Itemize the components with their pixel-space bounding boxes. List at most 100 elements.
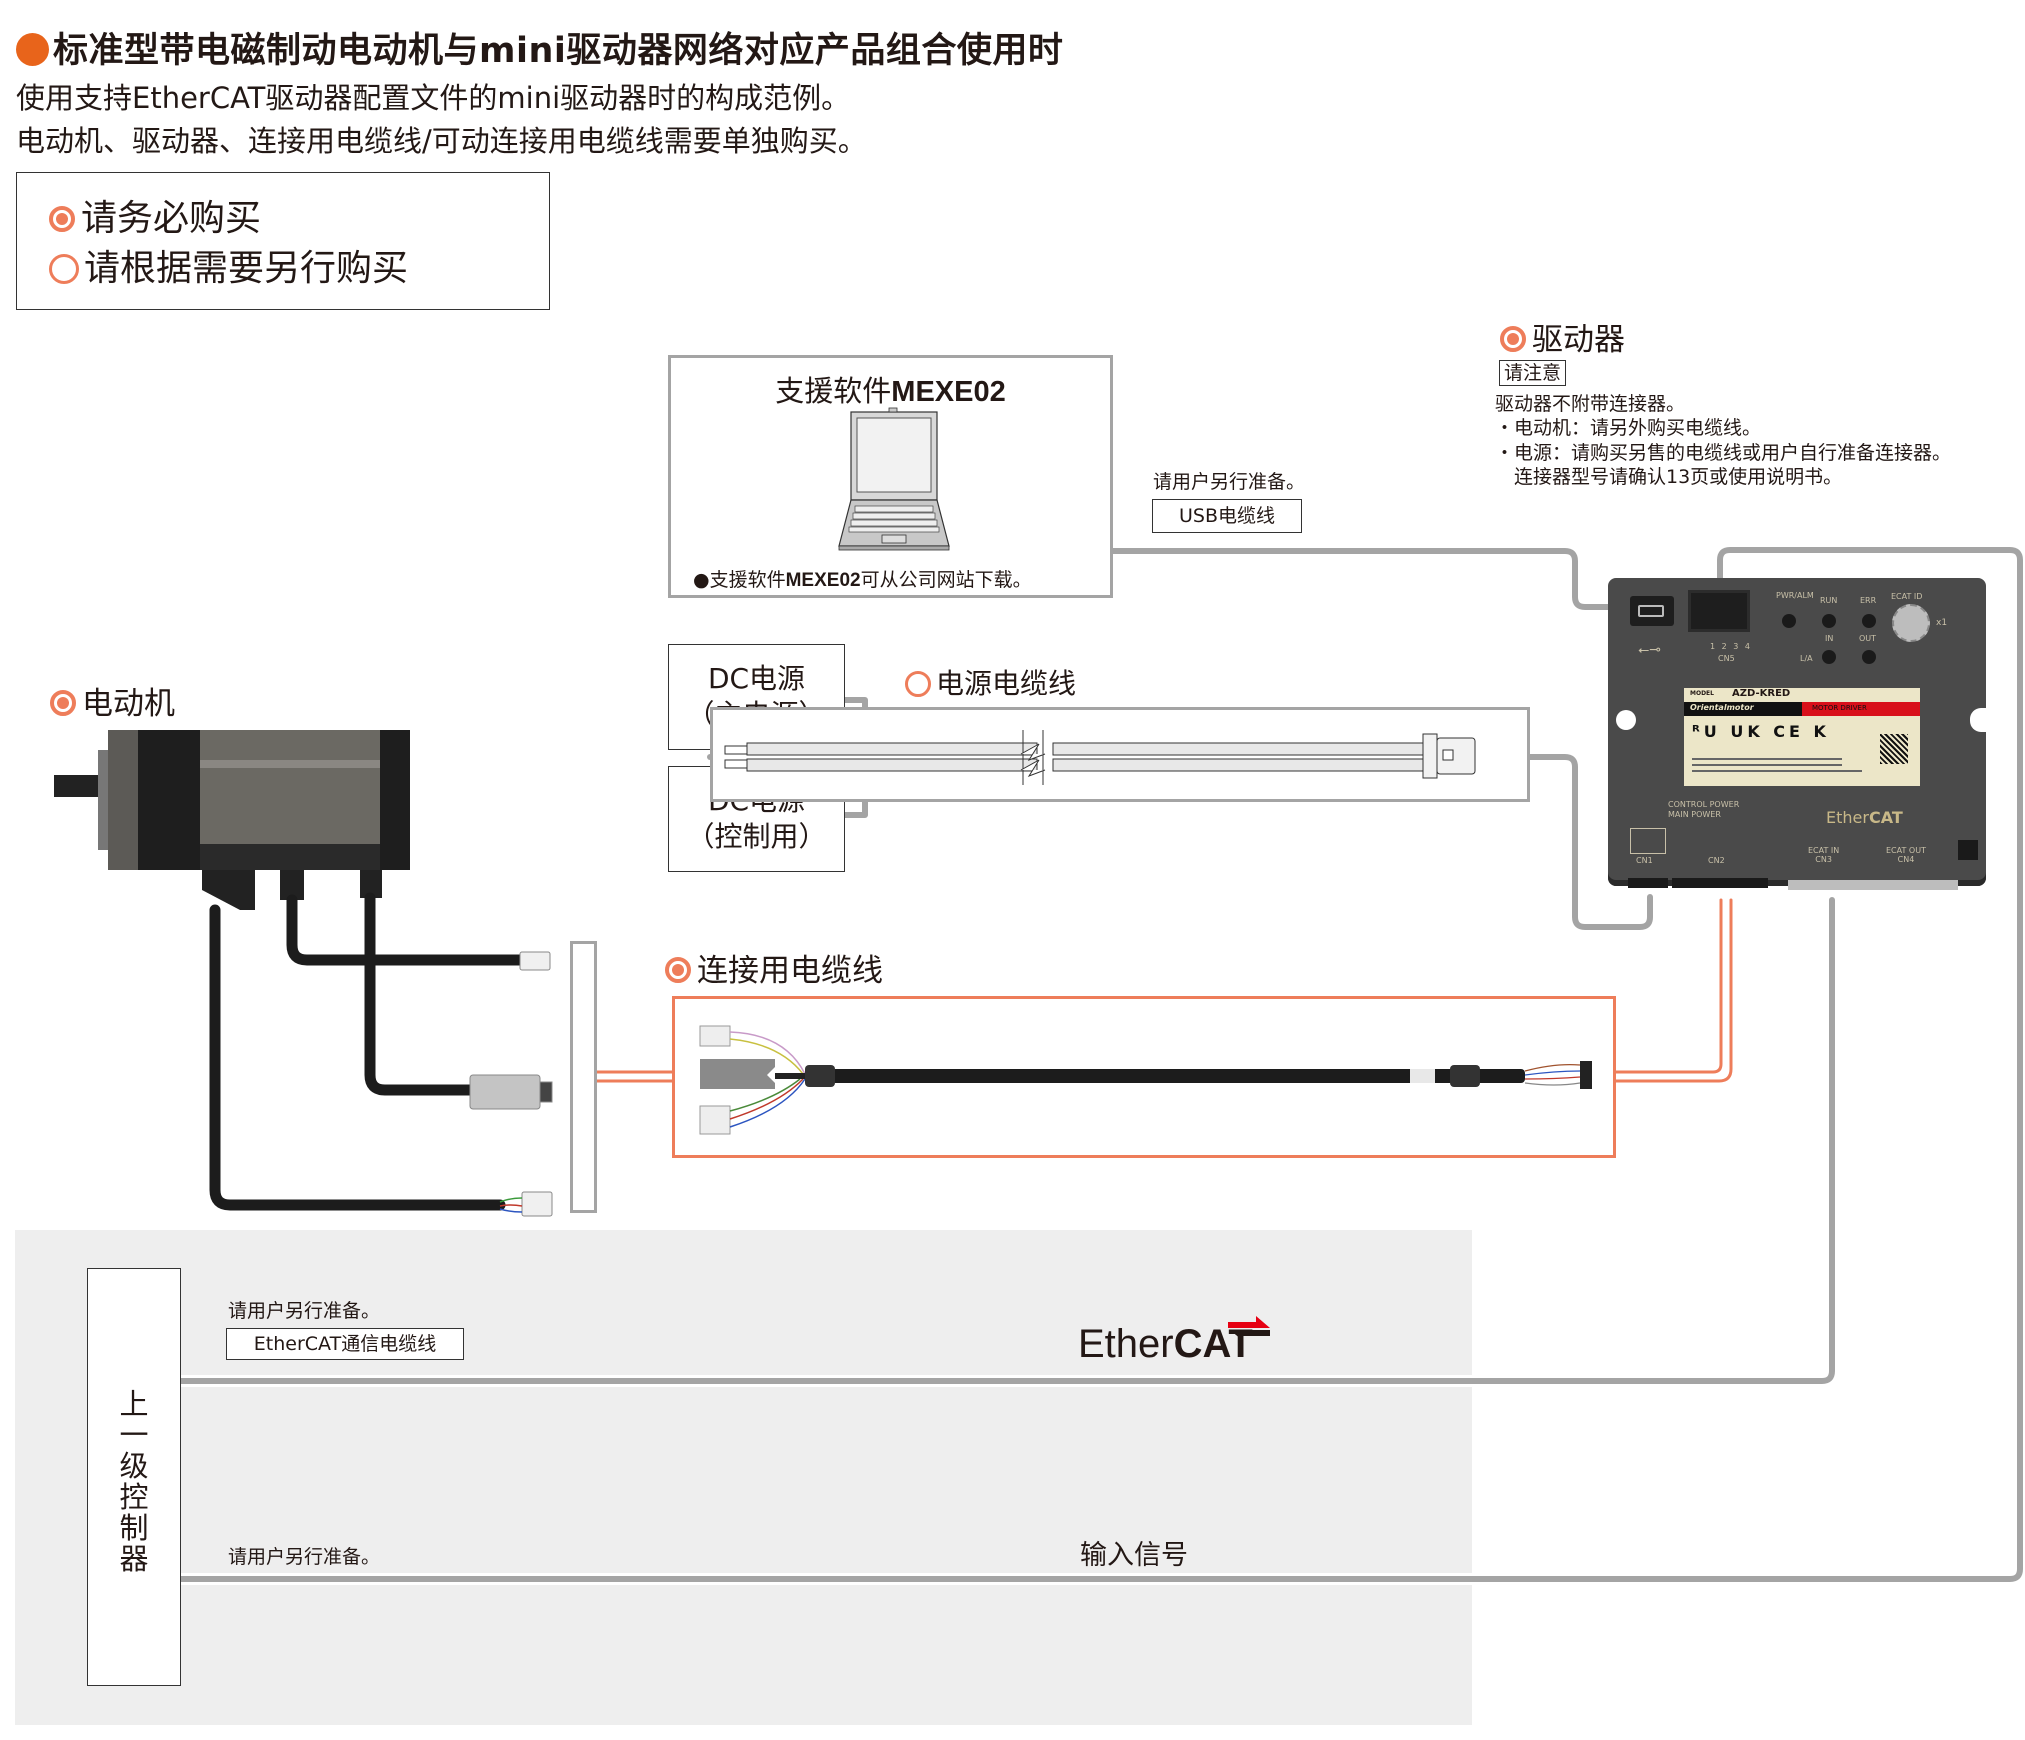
usb-cable-label: USB电缆线 [1152, 499, 1302, 533]
brand-label: Orientalmotor [1690, 703, 1754, 712]
driver-model: AZD-KRED [1732, 688, 1791, 699]
mounting-slot-right [1970, 708, 1992, 732]
led-out [1862, 650, 1876, 664]
cable-connector-b [700, 1059, 775, 1089]
connection-line-right-a [1614, 898, 1723, 1074]
led-label-in: IN [1825, 634, 1834, 643]
legend-required: 请务必购买 [49, 189, 261, 241]
led-label-run: RUN [1820, 596, 1838, 605]
main-power-label: MAIN POWER [1668, 810, 1721, 819]
ethercat-line [178, 897, 1835, 1384]
ethercat-logo: EtherCAT [1078, 1316, 1270, 1367]
host-controller-label: 上 一 级 控 制 器 [119, 1387, 149, 1576]
title-bullet-icon [16, 33, 49, 66]
motor-shaft [54, 775, 99, 797]
control-power-label: CONTROL POWER [1668, 800, 1740, 809]
mounting-hole-left [1616, 710, 1636, 730]
led-label-err: ERR [1860, 596, 1877, 605]
required-marker-icon [1500, 326, 1526, 352]
cn2-label: CN2 [1708, 856, 1725, 865]
driver-note-2: ・电源：请购买另售的电缆线或用户自行准备连接器。 [1495, 442, 1952, 464]
subtitle-line-2: 电动机、驱动器、连接用电缆线/可动连接用电缆线需要单独购买。 [16, 124, 867, 158]
motor-flange [108, 730, 138, 870]
motor-illustration [54, 730, 553, 1217]
host-controller-box: 上 一 级 控 制 器 [87, 1268, 181, 1686]
legend-optional: 请根据需要另行购买 [49, 239, 408, 291]
cn5-pins-label: 1 2 3 4 [1710, 642, 1752, 651]
cn5-label: CN5 [1718, 654, 1735, 663]
driver-note-1: ・电动机：请另外购买电缆线。 [1495, 417, 1762, 439]
power-connector [521, 1191, 553, 1217]
cn3-port [1788, 880, 1958, 890]
ethercat-cable-label: EtherCAT通信电缆线 [226, 1328, 464, 1360]
driver-note-0: 驱动器不附带连接器。 [1495, 393, 1686, 415]
laptop-icon [838, 407, 950, 551]
connection-line-right-b [1614, 898, 1733, 1083]
usb-port [1630, 596, 1674, 626]
cn1-terminal-diagram [1630, 828, 1666, 854]
legend-box: 请务必购买 请根据需要另行购买 [16, 172, 550, 310]
software-mexe02-box: 支援软件MEXE02 ●支援软件MEXE02可从公司网站下载。 [668, 355, 1113, 598]
power-cable-label: 电源电缆线 [905, 662, 1076, 702]
driver-nameplate: MODEL AZD-KRED Orientalmotor MOTOR DRIVE… [1684, 688, 1920, 786]
cn5-port [1688, 590, 1750, 632]
input-signal-label: 输入信号 [1080, 1540, 1188, 1571]
driver-attention-badge: 请注意 [1499, 360, 1567, 386]
page-title: 标准型带电磁制动电动机与mini驱动器网络对应产品组合使用时 [16, 22, 1063, 73]
led-run [1822, 614, 1836, 628]
usb-symbol-icon: ⭠⊸ [1638, 642, 1661, 658]
motor-label: 电动机 [50, 678, 175, 723]
cn1-label: CN1 [1636, 856, 1653, 865]
motor-cable-power [209, 904, 506, 1211]
encoder-connector [469, 1074, 541, 1110]
driver-ethercat-logo: EtherCAT [1826, 808, 1903, 827]
power-cable-line [1527, 754, 1653, 930]
x1-label: x1 [1936, 618, 1948, 628]
motor-front-body [138, 730, 200, 870]
cable-connector-driver-side [1580, 1061, 1592, 1089]
software-download-note: ●支援软件MEXE02可从公司网站下载。 [693, 569, 1032, 591]
led-in [1822, 650, 1836, 664]
driver-type-label: MOTOR DRIVER [1812, 704, 1867, 712]
ethercat-arrows-icon [1228, 1316, 1270, 1340]
power-cable-illustration [724, 730, 1476, 785]
driver-device: 1 2 3 4 CN5 ⭠⊸ PWR/ALM RUN ERR IN OUT L/… [1608, 578, 1992, 890]
power-cable-box [710, 707, 1530, 802]
cn4-port [1958, 840, 1978, 860]
connection-cable-illustration [699, 1025, 1592, 1135]
driver-label: 驱动器 [1500, 314, 1625, 359]
certification-marks: ᴿU UK CE K [1692, 722, 1830, 741]
ecat-id-label: ECAT ID [1891, 592, 1923, 601]
cable-connector-c [699, 1105, 731, 1135]
required-marker-icon [50, 690, 76, 716]
led-err [1862, 614, 1876, 628]
connection-cable-label: 连接用电缆线 [665, 945, 883, 990]
software-title: 支援软件MEXE02 [775, 374, 1006, 408]
ecat-id-rotary-switch[interactable] [1892, 604, 1930, 642]
cable-jacket [805, 1069, 1525, 1083]
motor-cable-junction-bar [570, 941, 597, 1213]
led-label-la: L/A [1800, 654, 1813, 663]
ethercat-cable-note: 请用户另行准备。 [228, 1300, 381, 1322]
optional-marker-icon [49, 254, 79, 284]
required-marker-icon [665, 957, 691, 983]
driver-note-3: 连接器型号请确认13页或使用说明书。 [1495, 466, 1843, 488]
qr-code [1880, 734, 1908, 764]
motor-cable-brake [286, 894, 526, 966]
usb-cable-line [1110, 548, 1655, 610]
required-marker-icon [49, 206, 75, 232]
led-pwr-alm [1782, 614, 1796, 628]
controller-section-background [15, 1230, 1472, 1725]
led-label-out: OUT [1859, 634, 1877, 643]
connection-cable-box [672, 996, 1616, 1158]
motor-rear-cover [380, 730, 410, 870]
led-label-pwr-alm: PWR/ALM [1776, 591, 1814, 600]
cn1-port [1628, 878, 1668, 888]
motor-cable-encoder [364, 892, 476, 1096]
usb-cable-note: 请用户另行准备。 [1153, 471, 1306, 493]
optional-marker-icon [905, 671, 931, 697]
cable-connector-a [699, 1025, 731, 1047]
